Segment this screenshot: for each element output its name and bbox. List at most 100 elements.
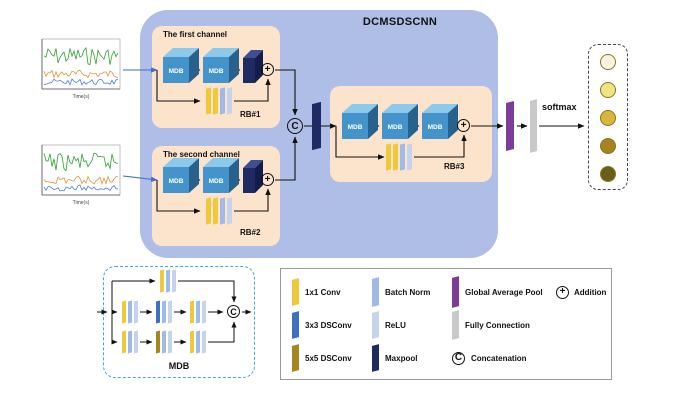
- addition-symbol: +: [264, 173, 271, 185]
- legend-label: Maxpool: [385, 353, 418, 363]
- batchnorm-bar: [196, 330, 200, 354]
- batchnorm-swatch: [372, 277, 379, 307]
- legend-item-fully-connection: Fully Connection: [452, 310, 530, 340]
- legend-label: 3x3 DSConv: [305, 320, 352, 330]
- dsconv5x5-swatch: [292, 344, 299, 372]
- mdb-detail-group: [122, 300, 138, 324]
- conv1x1-bar: [213, 197, 218, 225]
- mdb-detail-group: [190, 300, 206, 324]
- conv1x1-bar: [122, 330, 126, 354]
- mdb-cube: MDB: [422, 104, 458, 139]
- maxpool-cube: [243, 160, 263, 193]
- legend-label: Fully Connection: [465, 320, 530, 330]
- relu-bar: [172, 269, 176, 293]
- batchnorm-bar: [128, 300, 132, 324]
- concat-symbol: C: [291, 120, 299, 132]
- mdb-cube: MDB: [163, 158, 199, 193]
- conv1x1-bar: [190, 330, 194, 354]
- conv1x1-bar: [213, 87, 218, 115]
- relu-bar: [168, 330, 172, 354]
- relu-bar: [202, 330, 206, 354]
- legend-label: Addition: [574, 287, 607, 297]
- addition-icon: +: [556, 285, 569, 299]
- batchnorm-bar: [162, 330, 166, 354]
- addition-symbol: +: [264, 63, 271, 75]
- concat-symbol: C: [230, 306, 237, 317]
- batchnorm-bar: [162, 300, 166, 324]
- output-node: [600, 82, 616, 98]
- mdb-cube: MDB: [382, 104, 418, 139]
- rb3-tag: RB#3: [444, 162, 465, 171]
- output-node: [600, 110, 616, 126]
- relu-bar: [227, 197, 232, 225]
- conv-stack-rb1: [206, 87, 232, 115]
- maxpool-cube: [243, 50, 263, 83]
- output-node: [600, 138, 616, 154]
- mdb-detail-group: [122, 330, 138, 354]
- legend-item-1x1-conv: 1x1 Conv: [292, 277, 341, 307]
- legend-item-maxpool: Maxpool: [372, 343, 417, 373]
- legend-label: 1x1 Conv: [305, 287, 341, 297]
- channel2-title: The second channel: [163, 150, 240, 159]
- channel1-title: The first channel: [163, 30, 228, 39]
- output-node: [600, 166, 616, 182]
- batchnorm-bar: [400, 143, 405, 171]
- plot-xlabel: Time(s): [73, 94, 90, 100]
- legend-label: 5x5 DSConv: [305, 353, 352, 363]
- dsconv3x3-swatch: [292, 311, 299, 339]
- legend-item-3x3-dsconv: 3x3 DSConv: [292, 310, 352, 340]
- relu-bar: [227, 87, 232, 115]
- mdb-cube-label: MDB: [388, 124, 403, 131]
- batchnorm-bar: [220, 87, 225, 115]
- conv1x1-bar: [206, 87, 211, 115]
- rb2-tag: RB#2: [240, 228, 261, 237]
- mdb-detail-group: [156, 300, 172, 324]
- relu-bar: [134, 300, 138, 324]
- relu-bar: [202, 300, 206, 324]
- dsconv3x3-bar: [156, 300, 160, 324]
- mdb-detail-label: MDB: [168, 361, 190, 371]
- batchnorm-bar: [196, 300, 200, 324]
- legend-label: ReLU: [385, 320, 406, 330]
- conv1x1-bar: [160, 269, 164, 293]
- batchnorm-bar: [166, 269, 170, 293]
- legend-label: Batch Norm: [385, 287, 431, 297]
- dsconv5x5-bar: [156, 330, 160, 354]
- relu-bar: [134, 330, 138, 354]
- mdb-detail-group: [156, 330, 172, 354]
- legend-item-global-average-pool: Global Average Pool: [452, 276, 543, 308]
- conv1x1-swatch: [292, 278, 299, 306]
- legend-label: Concatenation: [471, 353, 527, 363]
- mdb-cube: MDB: [203, 158, 239, 193]
- legend-item-batch-norm: Batch Norm: [372, 277, 430, 307]
- concatenation-node: C: [287, 118, 303, 134]
- maxpool-swatch: [372, 344, 379, 372]
- legend-item-concatenation: C Concatenation: [452, 343, 527, 373]
- input-signal-plot-2: Time(s): [41, 144, 121, 206]
- fully-connection-swatch: [452, 310, 459, 340]
- input-signal-plot-1: Time(s): [41, 38, 121, 100]
- conv-stack-rb3: [386, 143, 412, 171]
- addition-node: +: [457, 119, 470, 132]
- conv1x1-bar: [393, 143, 398, 171]
- addition-symbol: +: [460, 119, 467, 131]
- concatenation-icon: C: [452, 351, 465, 365]
- legend-label: Global Average Pool: [465, 287, 543, 297]
- rb1-tag: RB#1: [240, 110, 261, 119]
- legend-item-addition: + Addition: [556, 277, 606, 307]
- fully-connection-slab: [530, 99, 537, 153]
- addition-symbol: +: [559, 286, 566, 297]
- addition-node: +: [261, 63, 274, 76]
- concat-symbol: C: [454, 352, 463, 363]
- mdb-cube: MDB: [163, 48, 199, 83]
- mdb-concat-node: C: [227, 305, 240, 318]
- conv1x1-bar: [122, 300, 126, 324]
- global-average-pool-swatch: [452, 276, 459, 308]
- conv-stack-rb2: [206, 197, 232, 225]
- relu-bar: [407, 143, 412, 171]
- conv1x1-bar: [190, 300, 194, 324]
- legend-item-relu: ReLU: [372, 310, 406, 340]
- batchnorm-bar: [220, 197, 225, 225]
- batchnorm-bar: [128, 330, 132, 354]
